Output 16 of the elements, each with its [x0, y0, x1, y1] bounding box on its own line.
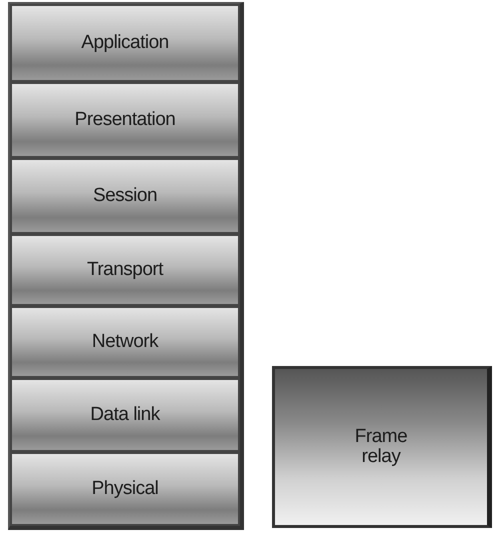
layer-box: [10, 82, 240, 158]
layer-label: Physical: [92, 479, 158, 499]
layer-box: [10, 306, 240, 378]
layer-box: [10, 4, 240, 82]
layer-label: Application: [81, 33, 169, 53]
protocol-box: [272, 366, 492, 528]
layer-box: [10, 234, 240, 306]
layer-box: [10, 378, 240, 452]
layer-label: Frame relay: [354, 427, 408, 467]
layer-label: Data link: [90, 405, 160, 425]
layer-label: Network: [92, 332, 158, 352]
layer-box: [10, 158, 240, 234]
layer-label: Presentation: [74, 110, 176, 130]
layer-box: [10, 452, 240, 526]
layer-label: Transport: [86, 260, 164, 280]
layer-label: Session: [92, 186, 158, 206]
